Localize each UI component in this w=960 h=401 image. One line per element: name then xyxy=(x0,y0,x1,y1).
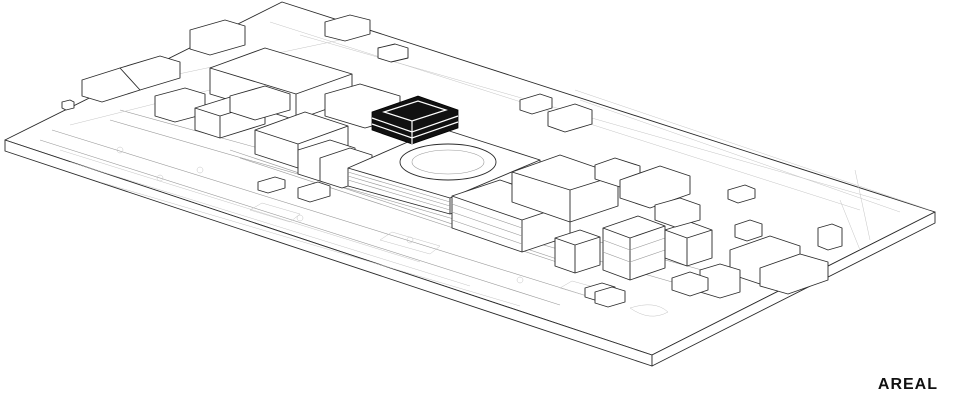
highlighted-building xyxy=(371,95,459,145)
buildings xyxy=(61,14,843,308)
drawing-caption: AREAL xyxy=(877,376,938,393)
park-strip xyxy=(59,146,669,317)
